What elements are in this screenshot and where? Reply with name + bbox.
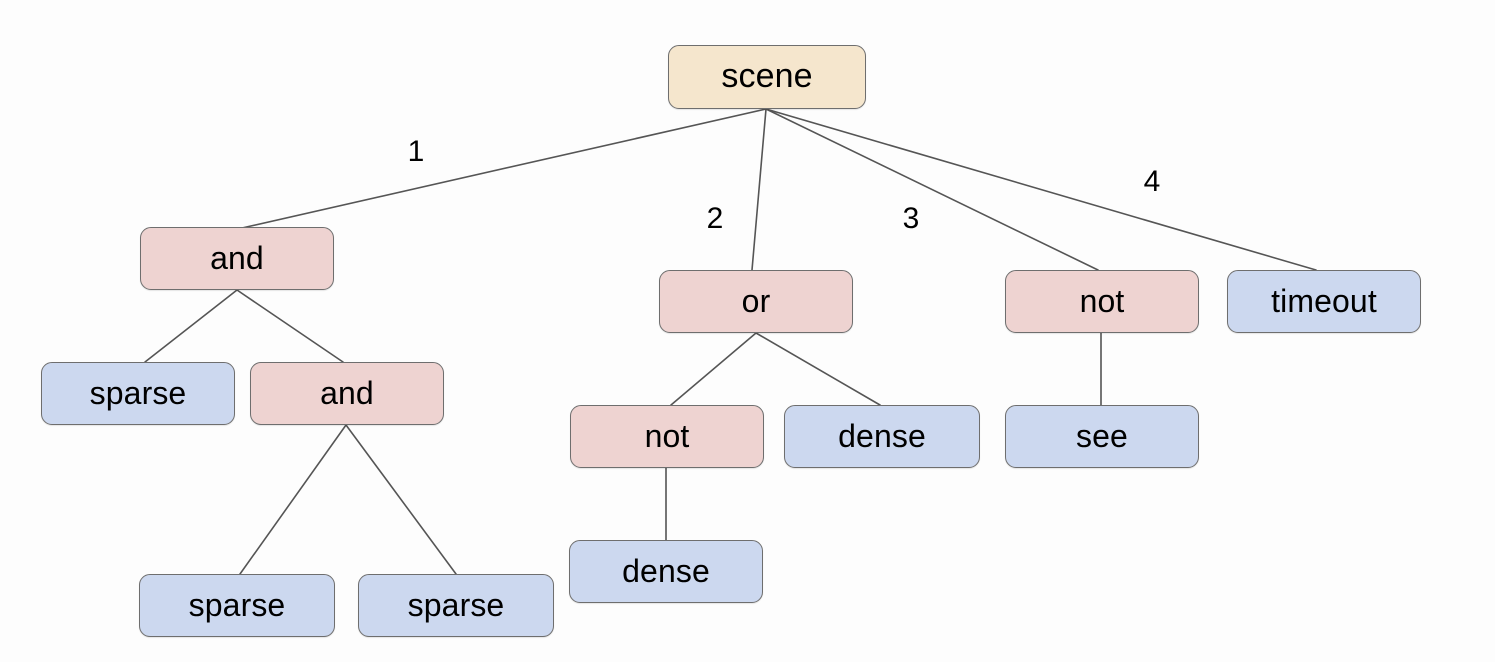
tree-node-not2[interactable]: not [1005,270,1199,333]
tree-node-label: sparse [188,586,286,623]
tree-node-sparse1[interactable]: sparse [41,362,235,425]
tree-node-not1[interactable]: not [570,405,764,468]
tree-node-label: and [210,239,264,276]
tree-node-label: see [1076,417,1128,454]
tree-node-dense1[interactable]: dense [784,405,980,468]
tree-node-label: sparse [407,586,505,623]
tree-node-label: not [1079,282,1125,319]
tree-node-label: dense [622,552,710,589]
tree-node-sparse2[interactable]: sparse [139,574,335,637]
tree-edge-scene-to-not2 [765,108,1099,271]
tree-edge-or1-to-dense1 [755,332,881,406]
tree-node-label: and [320,374,374,411]
tree-edge-and2-to-sparse2 [239,424,347,575]
tree-edge-and1-to-sparse1 [144,289,238,363]
tree-edge-or1-to-not1 [670,332,757,406]
tree-node-label: dense [838,417,926,454]
tree-node-timeout[interactable]: timeout [1227,270,1421,333]
tree-node-and1[interactable]: and [140,227,334,290]
tree-node-sparse3[interactable]: sparse [358,574,554,637]
tree-node-label: not [644,417,690,454]
tree-node-dense2[interactable]: dense [569,540,763,603]
tree-node-label: sparse [89,374,187,411]
tree-node-label: or [741,282,771,319]
tree-node-scene[interactable]: scene [668,45,866,109]
tree-node-or1[interactable]: or [659,270,853,333]
edge-label-3: 3 [902,202,920,235]
tree-node-see1[interactable]: see [1005,405,1199,468]
edge-label-4: 4 [1143,165,1161,198]
tree-edge-and1-to-and2 [236,289,344,363]
tree-edge-scene-to-or1 [751,108,767,271]
tree-edge-scene-to-timeout [765,108,1317,271]
tree-edge-scene-to-and1 [241,108,767,229]
edge-label-1: 1 [407,135,425,168]
tree-edge-and2-to-sparse3 [345,424,457,575]
edge-label-2: 2 [706,202,724,235]
tree-node-label: scene [721,57,813,95]
tree-node-and2[interactable]: and [250,362,444,425]
tree-node-label: timeout [1271,282,1377,319]
